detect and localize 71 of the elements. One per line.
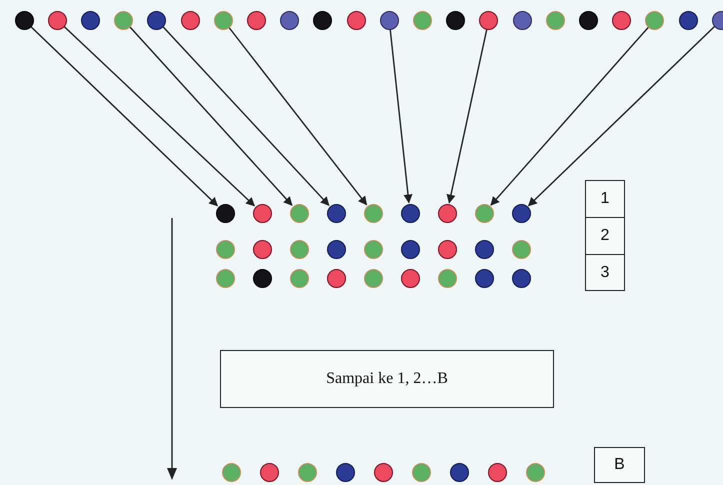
colored-ball	[400, 268, 420, 288]
colored-ball	[412, 10, 432, 30]
arrow	[490, 26, 650, 206]
colored-ball	[446, 10, 466, 30]
colored-ball	[474, 240, 494, 258]
arrow	[129, 26, 293, 206]
colored-ball	[216, 204, 234, 222]
arrow	[64, 26, 256, 206]
colored-ball	[374, 462, 393, 482]
colored-ball	[438, 204, 456, 222]
colored-ball	[546, 10, 565, 30]
colored-ball	[438, 268, 456, 288]
colored-ball	[678, 10, 698, 30]
colored-ball	[114, 10, 134, 30]
colored-ball	[260, 462, 279, 482]
colored-ball	[578, 10, 598, 30]
colored-ball	[216, 240, 234, 258]
colored-ball	[450, 462, 470, 482]
colored-ball	[14, 10, 34, 30]
colored-ball	[364, 268, 382, 288]
colored-ball	[400, 204, 420, 222]
colored-ball	[48, 10, 67, 30]
colored-ball	[214, 10, 233, 30]
colored-ball	[216, 268, 234, 288]
colored-ball	[380, 10, 399, 30]
colored-ball	[252, 240, 272, 258]
label-box: Sampai ke 1, 2…B	[220, 350, 554, 408]
colored-ball	[326, 240, 346, 258]
colored-ball	[364, 240, 382, 258]
colored-ball	[280, 10, 300, 30]
colored-ball	[512, 240, 530, 258]
colored-ball	[80, 10, 100, 30]
colored-ball	[313, 10, 332, 30]
label-box: 1	[585, 180, 625, 218]
colored-ball	[290, 204, 308, 222]
colored-ball	[252, 204, 272, 222]
arrow	[30, 26, 218, 206]
arrow	[228, 27, 368, 206]
colored-ball	[438, 240, 456, 258]
colored-ball	[346, 10, 366, 30]
colored-ball	[512, 268, 530, 288]
colored-ball	[290, 240, 308, 258]
colored-ball	[645, 10, 664, 30]
colored-ball	[326, 268, 346, 288]
colored-ball	[512, 204, 530, 222]
colored-ball	[474, 268, 494, 288]
colored-ball	[400, 240, 420, 258]
colored-ball	[326, 204, 346, 222]
colored-ball	[336, 462, 355, 482]
colored-ball	[488, 462, 508, 482]
colored-ball	[474, 204, 494, 222]
colored-ball	[252, 268, 272, 288]
colored-ball	[364, 204, 382, 222]
colored-ball	[246, 10, 266, 30]
colored-ball	[512, 10, 532, 30]
colored-ball	[180, 10, 200, 30]
colored-ball	[290, 268, 308, 288]
colored-ball	[479, 10, 498, 30]
colored-ball	[412, 462, 431, 482]
colored-ball	[526, 462, 546, 482]
arrow	[528, 26, 715, 206]
label-box: 3	[585, 254, 625, 291]
arrow	[390, 29, 412, 204]
colored-ball	[147, 10, 166, 30]
label-box: B	[594, 447, 645, 483]
colored-ball	[612, 10, 632, 30]
colored-ball	[222, 462, 240, 482]
arrow	[446, 29, 488, 204]
colored-ball	[298, 462, 317, 482]
label-box: 2	[585, 217, 625, 255]
arrow	[162, 26, 330, 206]
